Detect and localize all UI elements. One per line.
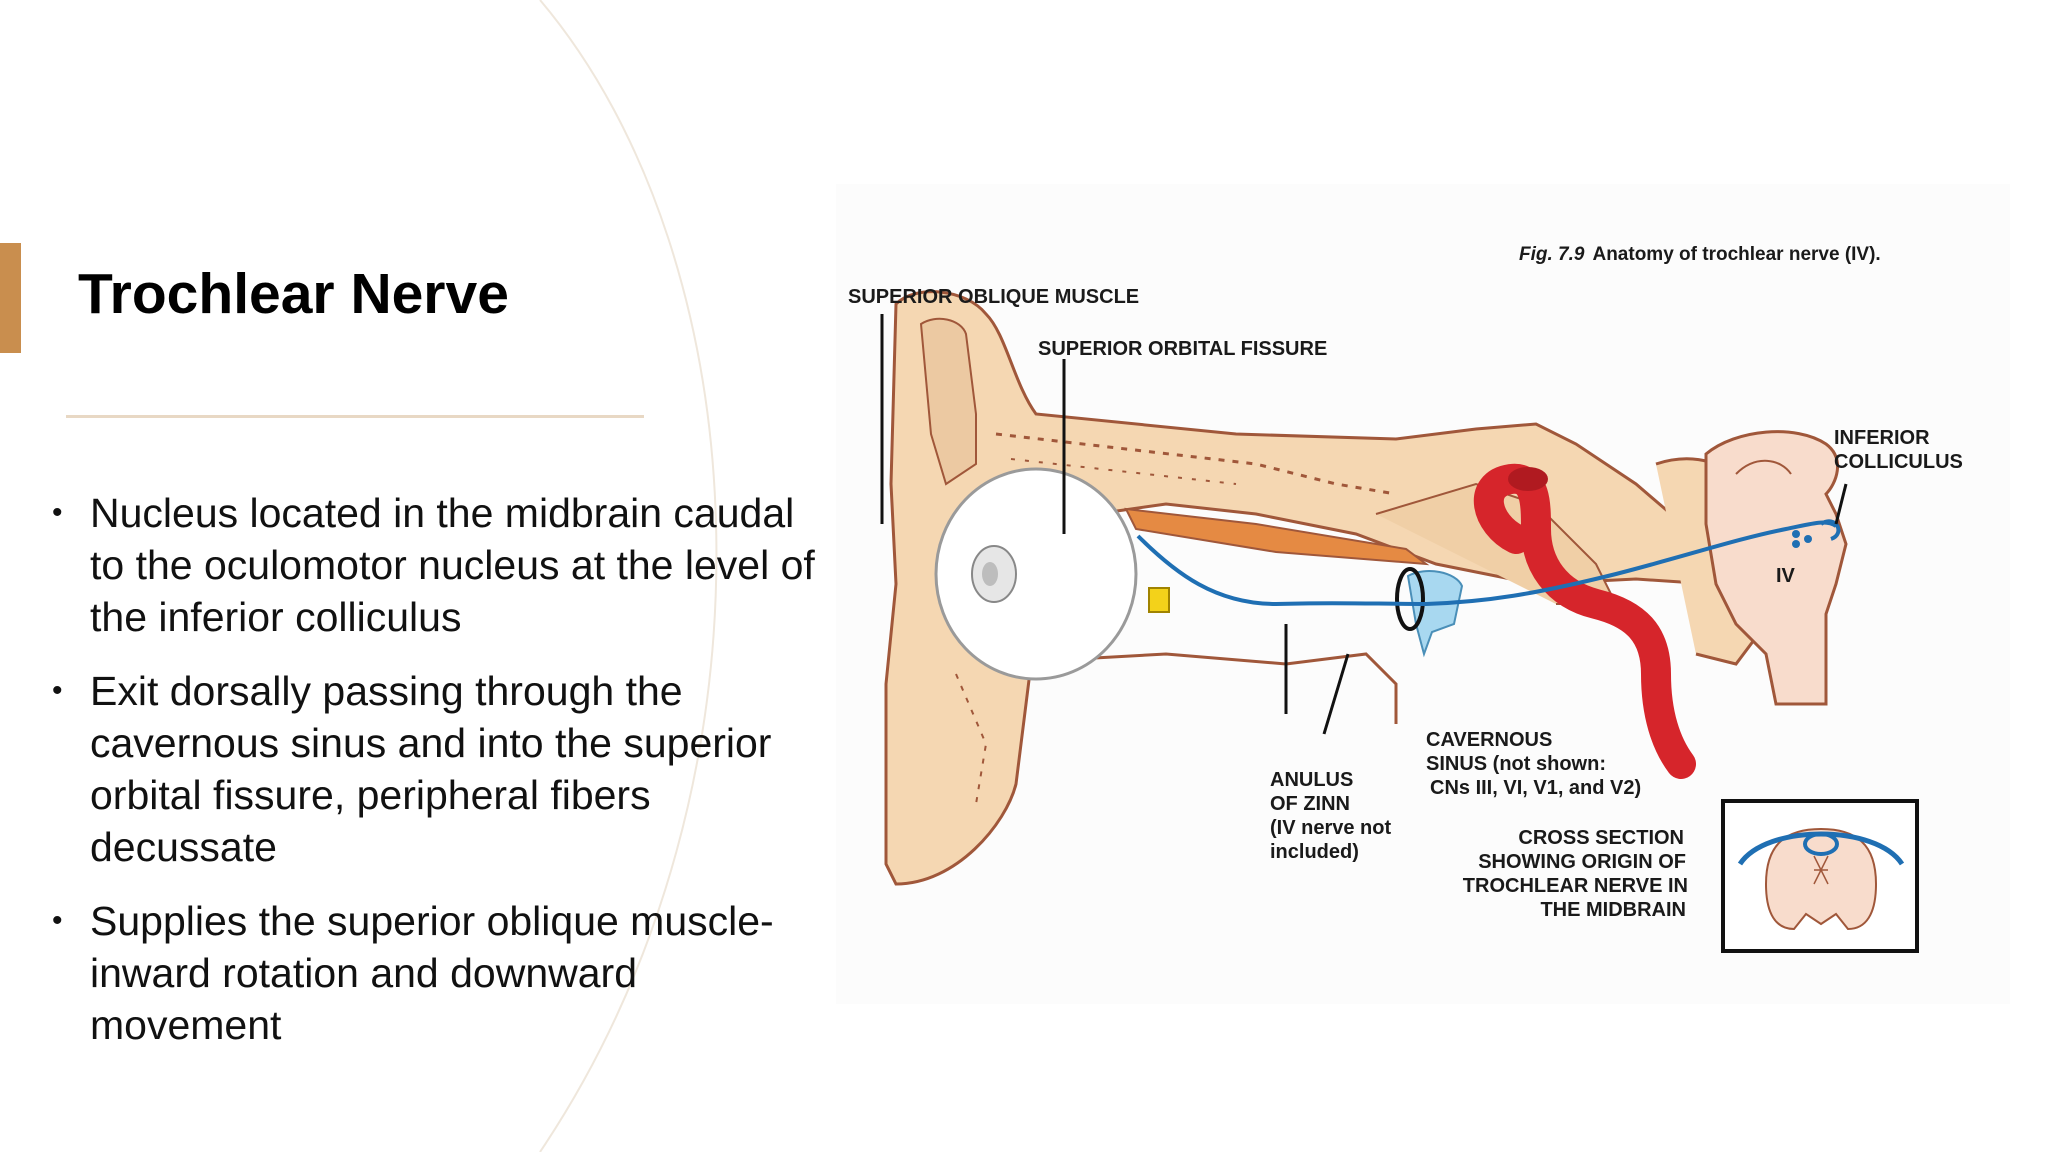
superior-oblique-muscle xyxy=(1124,507,1430,566)
artery-lumen xyxy=(1508,467,1548,491)
label-cavernous-line1: CAVERNOUS xyxy=(1426,729,1552,751)
label-cross-section-line3: TROCHLEAR NERVE IN xyxy=(1463,875,1688,897)
title-accent-bar xyxy=(0,243,21,353)
bullet-text: Nucleus located in the midbrain caudal t… xyxy=(90,490,815,640)
superior-orbital-fissure-ring xyxy=(1395,567,1425,631)
leader-lines xyxy=(880,314,1848,735)
trochlear-nerve-figure: Fig. 7.9 Anatomy of trochlear nerve (IV). xyxy=(836,184,2010,1004)
bullet-text: Exit dorsally passing through the cavern… xyxy=(90,668,772,870)
brainstem xyxy=(1704,430,1848,706)
label-cavernous-line3: CNs III, VI, V1, and V2) xyxy=(1430,777,1641,799)
bullet-list: • Nucleus located in the midbrain caudal… xyxy=(52,487,832,1073)
label-anulus-line4: included) xyxy=(1270,841,1359,863)
bullet-text: Supplies the superior oblique muscle- in… xyxy=(90,898,774,1048)
label-cross-section-line2: SHOWING ORIGIN OF xyxy=(1478,851,1686,873)
label-superior-orbital-fissure: SUPERIOR ORBITAL FISSURE xyxy=(1038,338,1327,360)
internal-carotid-artery xyxy=(1473,463,1696,779)
label-inferior-colliculus-line1: INFERIOR xyxy=(1834,427,1930,449)
label-cavernous-line2: SINUS (not shown: xyxy=(1426,753,1606,775)
title-divider xyxy=(66,415,644,418)
bullet-item: • Nucleus located in the midbrain caudal… xyxy=(52,487,832,643)
figure-caption: Fig. 7.9 Anatomy of trochlear nerve (IV). xyxy=(1519,244,1881,265)
label-superior-oblique-muscle: SUPERIOR OBLIQUE MUSCLE xyxy=(848,286,1139,308)
trochlear-nerve xyxy=(1136,520,1838,607)
trochlea-pulley xyxy=(1148,587,1170,613)
eyeball xyxy=(934,467,1138,681)
label-anulus-line1: ANULUS xyxy=(1270,769,1353,791)
label-cross-section-line1: CROSS SECTION xyxy=(1518,827,1684,849)
bullet-dot-icon: • xyxy=(52,674,63,707)
figure-caption-text: Anatomy of trochlear nerve (IV). xyxy=(1592,244,1880,265)
cross-section-inset xyxy=(1721,799,1919,953)
bullet-item: • Exit dorsally passing through the cave… xyxy=(52,665,832,873)
label-anulus-line3: (IV nerve not xyxy=(1270,817,1391,839)
label-inferior-colliculus-line2: COLLICULUS xyxy=(1834,451,1963,473)
bullet-item: • Supplies the superior oblique muscle- … xyxy=(52,895,832,1051)
slide-title: Trochlear Nerve xyxy=(78,262,509,326)
label-anulus-line2: OF ZINN xyxy=(1270,793,1350,815)
bullet-dot-icon: • xyxy=(52,496,63,529)
figure-caption-number: Fig. 7.9 xyxy=(1519,244,1585,265)
bullet-dot-icon: • xyxy=(52,904,63,937)
label-cross-section-line4: THE MIDBRAIN xyxy=(1540,899,1686,921)
label-iv: IV xyxy=(1776,565,1796,587)
